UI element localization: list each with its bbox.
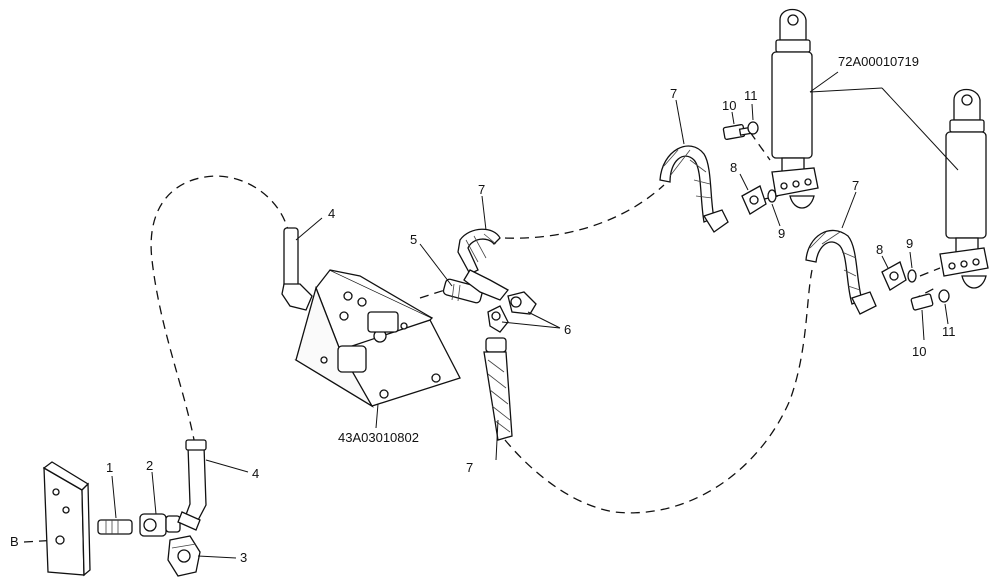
hose-4-upper [281,227,313,311]
callout-8-upper: 8 [730,160,737,175]
callout-3: 3 [240,550,247,565]
hydraulic-cylinder-left [771,8,819,209]
flange-8-upper [741,185,767,215]
routing-line-left-loop [150,175,289,446]
callout-labels: 1 2 3 4 4 5 6 7 7 7 7 8 8 9 9 10 10 11 1… [10,54,956,565]
hose-7-right [805,229,877,315]
valve-block [294,269,461,408]
callout-4-upper: 4 [328,206,335,221]
routing-line-upper [504,184,665,239]
callout-7-vertical: 7 [466,460,473,475]
hose-7-middle [457,228,509,301]
callout-8-lower: 8 [876,242,883,257]
fitting-6-a [507,291,537,315]
fitting-5 [442,278,484,304]
bolt-10-lower [910,293,934,311]
callout-2: 2 [146,458,153,473]
routing-line-bottom-loop [504,269,813,514]
fitting-1 [97,519,133,535]
leader-lines [111,71,959,559]
washer-11-upper [747,121,759,135]
callout-10-lower: 10 [912,344,926,359]
callout-b: B [10,534,19,549]
washer-11-lower [938,289,950,303]
mounting-plate [42,461,91,577]
callout-10-upper: 10 [722,98,736,113]
hydraulic-cylinder-right [939,88,989,289]
routing-line-fitting [419,289,446,299]
callout-5: 5 [410,232,417,247]
hose-4-lower [177,439,207,531]
fitting-2-elbow [139,513,181,537]
callout-4-lower: 4 [252,466,259,481]
routing-line-bolt1 [749,131,771,161]
callout-11-upper: 11 [744,88,758,103]
reference-cylinders: 72A00010719 [838,54,919,69]
callout-9-upper: 9 [778,226,785,241]
washer-9-lower [907,269,917,283]
hose-7-upper [659,145,729,233]
callout-7-middle: 7 [478,182,485,197]
fitting-3-tee [167,535,201,577]
callout-9-lower: 9 [906,236,913,251]
callout-1: 1 [106,460,113,475]
hose-7-vertical [483,337,513,441]
reference-valve-block: 43A03010802 [338,430,419,445]
callout-7-right: 7 [852,178,859,193]
routing-line-cyl2 [919,267,941,277]
routing-line-b [23,539,59,543]
callout-7-upper: 7 [670,86,677,101]
fitting-6-b [487,305,509,333]
callout-6: 6 [564,322,571,337]
flange-8-lower [881,261,907,291]
callout-11-lower: 11 [942,324,956,339]
